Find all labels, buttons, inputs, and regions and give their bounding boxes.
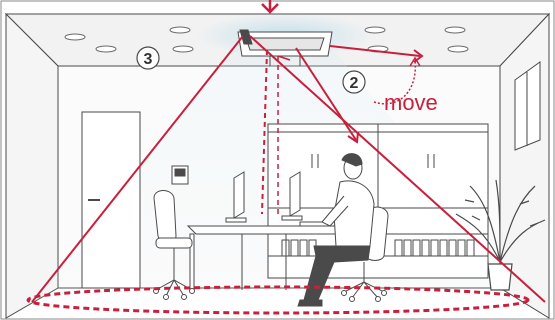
thermostat-panel bbox=[172, 166, 188, 184]
step-2-label: 2 bbox=[350, 75, 359, 92]
door bbox=[82, 112, 140, 288]
step-2-marker: 2 bbox=[343, 71, 365, 93]
left-wall bbox=[6, 14, 58, 318]
step-3-marker: 3 bbox=[137, 47, 159, 69]
move-label: move bbox=[384, 90, 438, 115]
step-3-label: 3 bbox=[144, 51, 153, 68]
